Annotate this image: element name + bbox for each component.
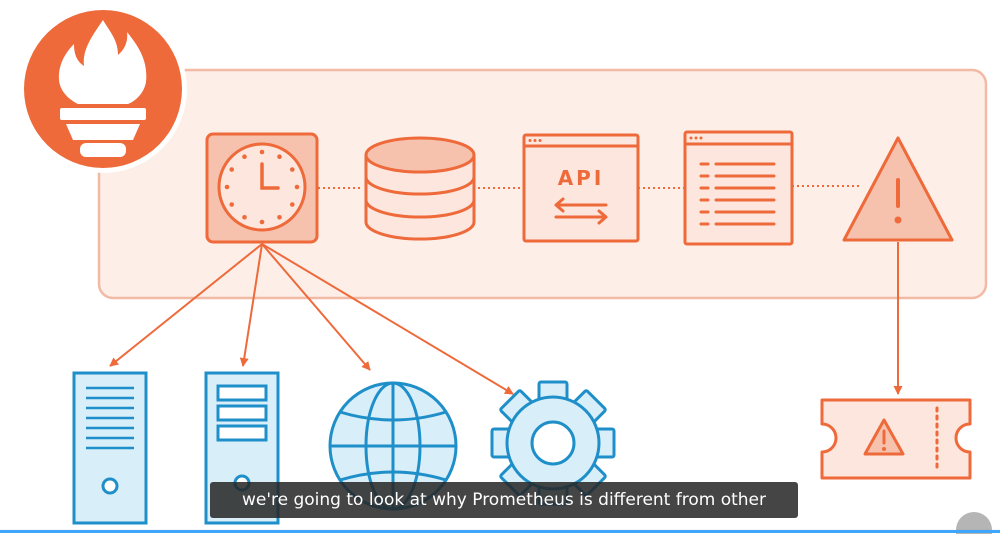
- alert-ticket-icon: [820, 398, 972, 480]
- server-tower-icon: [72, 371, 148, 525]
- warning-triangle-icon: [842, 136, 954, 242]
- database-icon: [364, 136, 476, 241]
- video-progress-fill: [0, 530, 1000, 533]
- api-label: API: [558, 166, 605, 190]
- clock-icon: [205, 132, 319, 244]
- prometheus-flame-icon: [19, 5, 187, 173]
- video-caption: we're going to look at why Prometheus is…: [210, 482, 798, 518]
- scrape-arrows: [109, 242, 903, 395]
- gear-icon: [490, 380, 616, 506]
- panel-connectors: [318, 185, 860, 189]
- list-window-icon: [683, 130, 794, 246]
- channel-watermark[interactable]: [956, 512, 992, 534]
- video-progress-bar[interactable]: [0, 529, 1000, 533]
- api-window-icon: API: [522, 133, 640, 243]
